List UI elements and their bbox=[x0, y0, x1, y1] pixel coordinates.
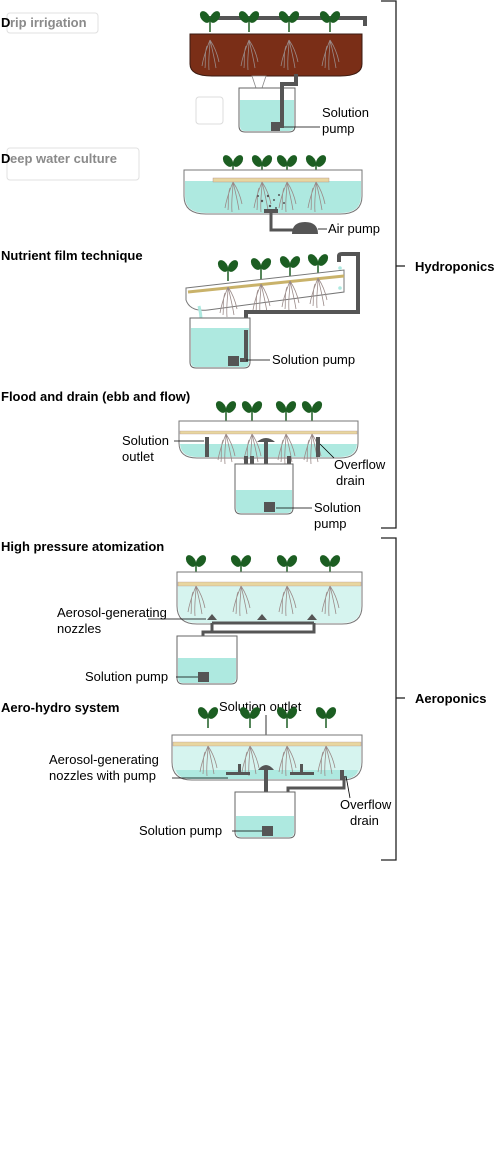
hydroponics-label: Hydroponics bbox=[415, 259, 494, 274]
nft-plant-3 bbox=[277, 253, 303, 278]
hpa-nozzles bbox=[207, 614, 317, 620]
ebb-drain-label-line1: Overflow bbox=[334, 457, 386, 472]
nft-plant-1 bbox=[215, 257, 241, 282]
nft-pump-label: Solution pump bbox=[272, 352, 355, 367]
aero-hydro-nozzle-label-line1: Aerosol-generating bbox=[49, 752, 159, 767]
dwc-air-pump bbox=[292, 222, 318, 234]
drip-growing-tray bbox=[189, 33, 363, 77]
drip-solution bbox=[240, 100, 294, 131]
dwc-solution bbox=[185, 181, 361, 213]
hpa-pump-label: Solution pump bbox=[85, 669, 168, 684]
ebb-reservoir-solution bbox=[236, 490, 292, 513]
deep-water-culture-system: D eep water culture Air pump bbox=[1, 147, 380, 236]
dwc-air-bubbles bbox=[257, 194, 285, 209]
aero-hydro-plant-4 bbox=[313, 704, 339, 729]
high-pressure-atomization-system: High pressure atomization Aerosol-genera… bbox=[1, 539, 363, 685]
ebb-plant-4 bbox=[299, 398, 325, 423]
hpa-board bbox=[177, 581, 362, 587]
nft-plant-2 bbox=[248, 255, 274, 280]
ebb-plant-1 bbox=[213, 398, 239, 423]
drip-title-box bbox=[6, 12, 99, 34]
aero-hydro-plant-1 bbox=[195, 704, 221, 729]
hydroponics-bracket: Hydroponics bbox=[381, 0, 494, 529]
drip-pump-label-line1: Solution bbox=[322, 105, 369, 120]
ebb-overflow-drain bbox=[316, 437, 320, 457]
aero-hydro-board bbox=[172, 741, 362, 747]
ebb-pump-label-line2: pump bbox=[314, 516, 347, 531]
drip-feed-line bbox=[208, 16, 367, 26]
dwc-title-initial: D bbox=[1, 151, 10, 166]
aero-hydro-drain-label-line1: Overflow bbox=[340, 797, 392, 812]
aero-hydro-pump-label: Solution pump bbox=[139, 823, 222, 838]
hpa-title: High pressure atomization bbox=[1, 539, 164, 554]
aeroponics-label: Aeroponics bbox=[415, 691, 487, 706]
drip-solution-pump bbox=[271, 122, 280, 131]
drip-pump-label-line2: pump bbox=[322, 121, 355, 136]
aero-hydro-overflow-drain bbox=[340, 770, 344, 780]
aeroponics-bracket: Aeroponics bbox=[381, 537, 487, 861]
ebb-drain-label-line2: drain bbox=[336, 473, 365, 488]
ebb-title: Flood and drain (ebb and flow) bbox=[1, 389, 190, 404]
aero-hydro-title: Aero-hydro system bbox=[1, 700, 119, 715]
dwc-raft bbox=[212, 177, 330, 183]
drip-irrigation-system: D rip irrigation Solution pump bbox=[1, 8, 369, 136]
drip-title-initial: D bbox=[1, 15, 10, 30]
aero-hydro-nozzles bbox=[226, 764, 314, 775]
ebb-solution bbox=[180, 444, 357, 457]
placeholder-box bbox=[195, 96, 224, 125]
drip-plant-2 bbox=[236, 8, 262, 33]
hpa-nozzle-label-line1: Aerosol-generating bbox=[57, 605, 167, 620]
hpa-solution-pump bbox=[198, 672, 209, 682]
drip-funnel bbox=[251, 75, 267, 89]
ebb-outlet-label-line2: outlet bbox=[122, 449, 154, 464]
dwc-pump-label: Air pump bbox=[328, 221, 380, 236]
drip-return-pipe bbox=[280, 84, 284, 128]
dwc-air-line bbox=[269, 213, 295, 232]
ebb-outlet-label-line1: Solution bbox=[122, 433, 169, 448]
ebb-solution-pump bbox=[264, 502, 275, 512]
ebb-plant-2 bbox=[239, 398, 265, 423]
nutrient-film-technique-system: Nutrient film technique Solution pump bbox=[1, 248, 360, 369]
nft-supply-pipe bbox=[244, 252, 360, 330]
aero-hydro-solution-pump bbox=[262, 826, 273, 836]
ebb-left-drain bbox=[205, 437, 209, 457]
ebb-outlet-cap bbox=[257, 438, 275, 442]
aero-hydro-outlet-cap bbox=[258, 765, 274, 770]
aero-hydro-drain-label-line2: drain bbox=[350, 813, 379, 828]
drip-title: rip irrigation bbox=[10, 15, 87, 30]
drip-plant-1 bbox=[197, 8, 223, 33]
drip-plant-3 bbox=[276, 8, 302, 33]
ebb-plant-3 bbox=[273, 398, 299, 423]
flood-and-drain-system: Flood and drain (ebb and flow) Solution … bbox=[1, 389, 386, 531]
nft-solution-pump bbox=[228, 356, 239, 366]
nft-title: Nutrient film technique bbox=[1, 248, 143, 263]
aero-hydro-nozzle-label-line2: nozzles with pump bbox=[49, 768, 156, 783]
drip-plant-4 bbox=[317, 8, 343, 33]
dwc-title-box bbox=[6, 147, 140, 181]
hpa-nozzle-label-line2: nozzles bbox=[57, 621, 102, 636]
ebb-pump-label-line1: Solution bbox=[314, 500, 361, 515]
ebb-board bbox=[179, 430, 358, 435]
dwc-air-stone bbox=[264, 209, 278, 213]
dwc-title: eep water culture bbox=[10, 151, 117, 166]
hpa-mist bbox=[178, 586, 361, 623]
aero-hydro-system: Aero-hydro system Solution outlet Aeroso… bbox=[1, 699, 392, 839]
